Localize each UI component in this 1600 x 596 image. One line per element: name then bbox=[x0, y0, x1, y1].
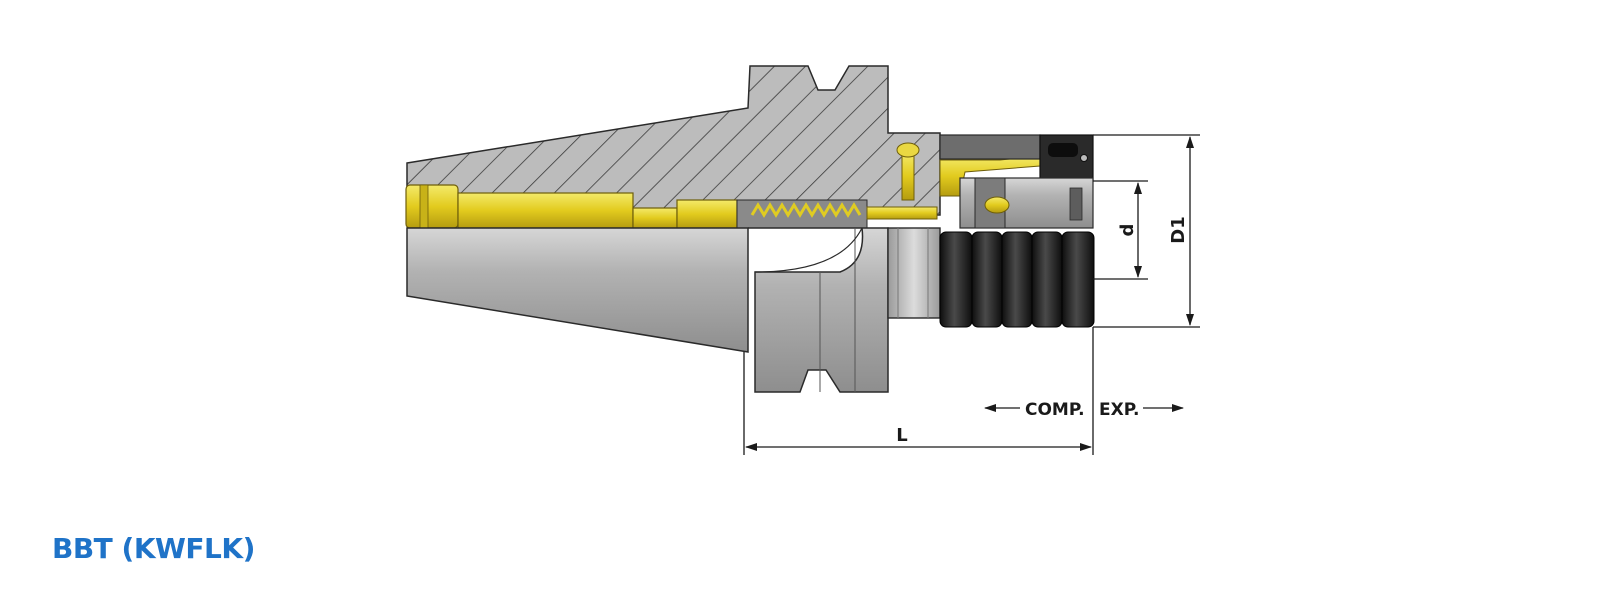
dimension-comp-label: COMP. bbox=[1025, 400, 1085, 420]
dimension-lines bbox=[743, 134, 1200, 455]
front-sleeve bbox=[939, 134, 1094, 229]
brass-pin bbox=[896, 142, 1041, 201]
taper-shank bbox=[406, 227, 749, 353]
dimension-labels: d D1 L COMP. EXP. bbox=[896, 216, 1189, 446]
product-title: BBT (KWFLK) bbox=[52, 532, 255, 565]
dimension-l-label: L bbox=[896, 425, 907, 446]
dimension-d1-label: D1 bbox=[1168, 216, 1189, 243]
flange bbox=[748, 227, 889, 393]
dimension-exp-label: EXP. bbox=[1099, 400, 1140, 420]
dimension-d-label: d bbox=[1117, 224, 1138, 237]
neck bbox=[887, 227, 941, 319]
rubber-collar bbox=[939, 231, 1095, 328]
